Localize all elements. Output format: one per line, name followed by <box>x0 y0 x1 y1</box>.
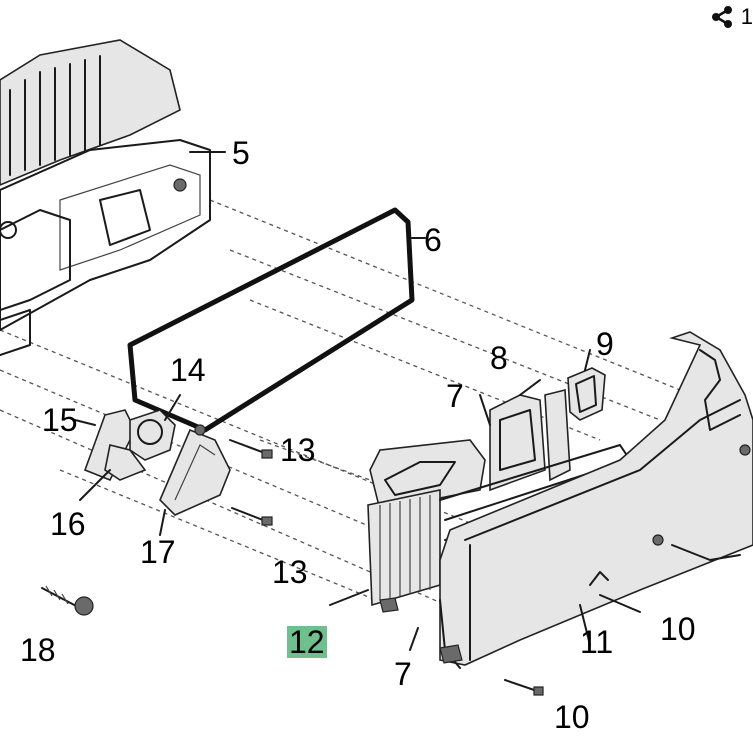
engine-block <box>0 39 226 356</box>
screws <box>41 439 273 616</box>
callout-10: 10 <box>554 699 590 735</box>
callout-15: 15 <box>42 402 78 438</box>
callout-5: 5 <box>232 135 250 171</box>
callout-17: 17 <box>140 534 176 570</box>
share-count: 1 <box>740 4 753 29</box>
callout-16: 16 <box>50 506 86 542</box>
callout-10: 10 <box>660 611 696 647</box>
callout-8: 8 <box>490 340 508 376</box>
callout-11: 11 <box>580 624 614 660</box>
cover-screws <box>409 544 741 696</box>
radiator <box>329 439 486 613</box>
callout-14: 14 <box>170 352 206 388</box>
share-icon <box>709 4 735 30</box>
share-button[interactable]: 1 <box>709 4 753 30</box>
callout-18: 18 <box>20 632 56 668</box>
callout-12-highlighted[interactable]: 12 <box>287 624 327 660</box>
callout-7: 7 <box>446 378 464 414</box>
callout-9: 9 <box>596 326 614 362</box>
gasket <box>127 207 426 433</box>
callout-7: 7 <box>394 656 412 692</box>
callout-13: 13 <box>272 554 308 590</box>
callout-13: 13 <box>280 432 316 468</box>
bracket-assembly <box>74 394 231 536</box>
front-cover <box>439 331 753 669</box>
callout-6: 6 <box>424 222 442 258</box>
